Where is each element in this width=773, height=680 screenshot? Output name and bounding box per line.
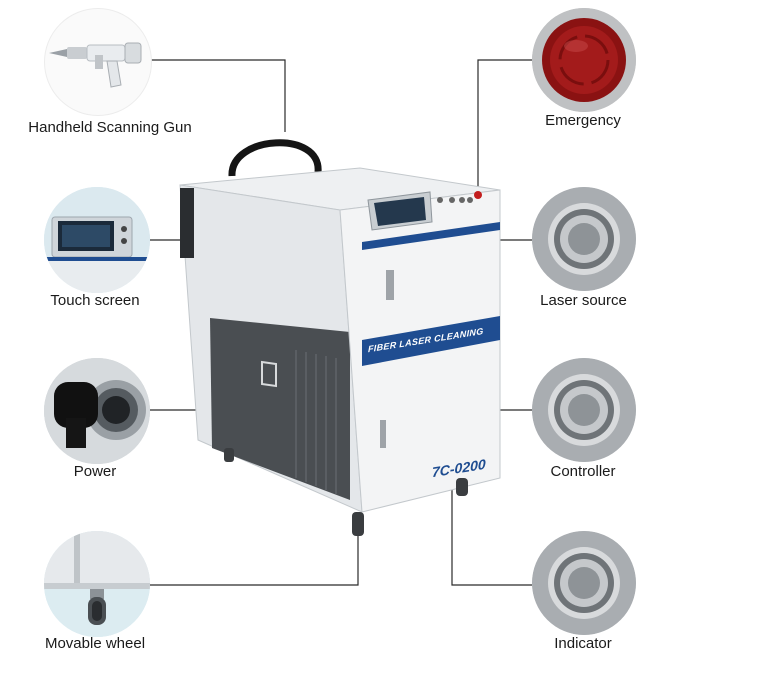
power-circle	[44, 358, 150, 464]
indicator-circle	[532, 531, 636, 635]
feature-label-laser-source: Laser source	[540, 292, 627, 309]
feature-label-touch-screen: Touch screen	[50, 292, 140, 309]
controller-circle	[532, 358, 636, 462]
scanning-gun-circle	[44, 8, 152, 116]
feature-label-wheel: Movable wheel	[44, 635, 146, 652]
emergency-circle	[532, 8, 636, 112]
feature-label-indicator: Indicator	[554, 635, 612, 652]
caster-wheel-icon	[44, 531, 150, 637]
wheel-circle	[44, 531, 150, 637]
power-key-icon	[44, 358, 150, 464]
emergency-stop-icon	[532, 8, 636, 112]
feature-label-power: Power	[73, 463, 117, 480]
laser-source-circle	[532, 187, 636, 291]
touch-screen-icon	[44, 187, 150, 293]
touch-screen-circle	[44, 187, 150, 293]
laser-source-button-icon	[532, 187, 636, 291]
controller-button-icon	[532, 358, 636, 462]
feature-label-gun: Handheld Scanning Gun	[28, 119, 192, 136]
scanning-gun-icon	[49, 42, 142, 88]
feature-label-emergency: Emergency	[545, 112, 621, 129]
indicator-button-icon	[532, 531, 636, 635]
feature-label-controller: Controller	[550, 463, 616, 480]
